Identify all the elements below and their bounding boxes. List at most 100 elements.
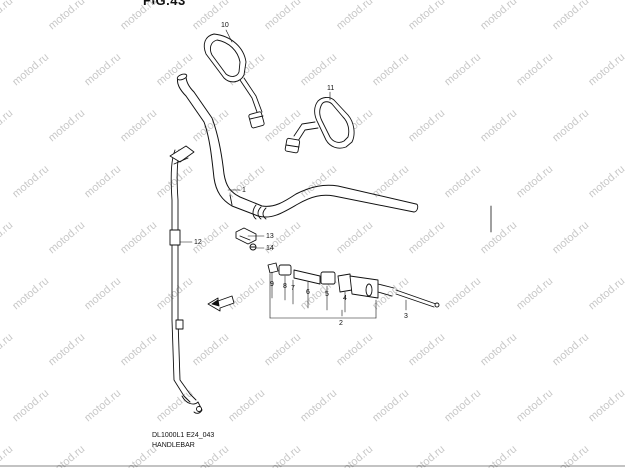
- watermark-text: motod.ru: [10, 163, 51, 200]
- watermark-text: motod.ru: [406, 107, 447, 144]
- diagram-code: DL1000L1 E24_043: [152, 432, 215, 439]
- watermark-text: motod.ru: [478, 219, 519, 256]
- callout-2: 2: [339, 320, 343, 327]
- watermark-text: motod.ru: [0, 443, 15, 468]
- watermark-text: motod.ru: [406, 0, 447, 32]
- watermark-text: motod.ru: [262, 443, 303, 468]
- watermark-text: motod.ru: [154, 51, 195, 88]
- watermark-text: motod.ru: [82, 51, 123, 88]
- watermark-text: motod.ru: [298, 163, 339, 200]
- callout-8: 8: [283, 283, 287, 290]
- callout-4: 4: [343, 295, 347, 302]
- watermark-text: motod.ru: [550, 0, 591, 32]
- watermark-text: motod.ru: [406, 331, 447, 368]
- right-mirror: [284, 97, 355, 154]
- watermark-text: motod.ru: [82, 163, 123, 200]
- watermark-text: motod.ru: [550, 219, 591, 256]
- watermark-text: motod.ru: [550, 443, 591, 468]
- callout-11: 11: [327, 85, 334, 92]
- watermark-text: motod.ru: [226, 163, 267, 200]
- watermark-text: motod.ru: [442, 275, 483, 312]
- throttle-cable: [169, 145, 203, 414]
- watermark-text: motod.ru: [334, 443, 375, 468]
- watermark-text: motod.ru: [118, 219, 159, 256]
- watermark-text: motod.ru: [514, 163, 555, 200]
- callout-numbers: 10 11 1 12 13 14 9 8 7 6 5 4 2 3: [194, 22, 408, 327]
- front-arrow-icon: [207, 295, 235, 312]
- watermark-text: motod.ru: [82, 275, 123, 312]
- watermark-text: motod.ru: [226, 275, 267, 312]
- figure-label: FIG.43: [143, 0, 186, 8]
- watermark-text: motod.ru: [550, 107, 591, 144]
- watermark-text: motod.ru: [118, 331, 159, 368]
- watermark-text: motod.ru: [478, 331, 519, 368]
- grip-assembly: [267, 262, 440, 308]
- watermark-text: motod.ru: [334, 219, 375, 256]
- left-mirror: [203, 33, 265, 129]
- callout-13: 13: [266, 233, 274, 240]
- watermark-text: motod.ru: [154, 275, 195, 312]
- watermark-text: motod.ru: [514, 275, 555, 312]
- watermark-text: motod.ru: [46, 331, 87, 368]
- watermark-text: motod.ru: [190, 107, 231, 144]
- watermark-text: motod.ru: [190, 219, 231, 256]
- diagram-caption: HANDLEBAR: [152, 442, 195, 449]
- callout-12: 12: [194, 239, 202, 246]
- watermark-text: motod.ru: [0, 0, 15, 32]
- watermark-text: motod.ru: [262, 0, 303, 32]
- watermark-text: motod.ru: [190, 331, 231, 368]
- watermark-text: motod.ru: [514, 51, 555, 88]
- callout-5: 5: [325, 291, 329, 298]
- watermark-text: motod.ru: [586, 275, 625, 312]
- callout-3: 3: [404, 313, 408, 320]
- watermark-text: motod.ru: [298, 387, 339, 424]
- watermark-text: motod.ru: [82, 387, 123, 424]
- watermark-text: motod.ru: [586, 51, 625, 88]
- watermark-text: motod.ru: [550, 331, 591, 368]
- watermark-text: motod.ru: [478, 443, 519, 468]
- watermark-text: motod.ru: [46, 0, 87, 32]
- watermark-text: motod.ru: [0, 107, 15, 144]
- watermark-text: motod.ru: [190, 443, 231, 468]
- watermark-text: motod.ru: [334, 0, 375, 32]
- watermark-text: motod.ru: [46, 219, 87, 256]
- watermark-text: motod.ru: [442, 387, 483, 424]
- watermark-text: motod.ru: [442, 51, 483, 88]
- watermark-text: motod.ru: [0, 331, 15, 368]
- watermark-text: motod.ru: [10, 51, 51, 88]
- watermark-text: motod.ru: [406, 443, 447, 468]
- callout-7: 7: [291, 285, 295, 292]
- callout-9: 9: [270, 281, 274, 288]
- watermark-text: motod.ru: [370, 387, 411, 424]
- watermark-text: motod.ru: [46, 107, 87, 144]
- watermark-text: motod.ru: [0, 219, 15, 256]
- watermark-text: motod.ru: [586, 163, 625, 200]
- callout-1: 1: [242, 187, 246, 194]
- handlebar-tube: [176, 73, 419, 220]
- watermark-text: motod.ru: [262, 107, 303, 144]
- watermark-text: motod.ru: [406, 219, 447, 256]
- callout-6: 6: [306, 289, 310, 296]
- watermark-text: motod.ru: [226, 387, 267, 424]
- watermark-text: motod.ru: [586, 387, 625, 424]
- watermark-text: motod.ru: [514, 387, 555, 424]
- watermark-text: motod.ru: [334, 331, 375, 368]
- leader-lines: [179, 29, 407, 319]
- watermark-text: motod.ru: [118, 107, 159, 144]
- watermark-text: motod.ru: [478, 107, 519, 144]
- callout-14: 14: [266, 245, 274, 252]
- watermark-text: motod.ru: [442, 163, 483, 200]
- watermark-text: motod.ru: [118, 0, 159, 32]
- throttle-clamp: [235, 227, 257, 251]
- watermark-text: motod.ru: [298, 51, 339, 88]
- watermark-text: motod.ru: [10, 387, 51, 424]
- watermark-text: motod.ru: [154, 163, 195, 200]
- watermark-text: motod.ru: [370, 51, 411, 88]
- watermark-text: motod.ru: [478, 0, 519, 32]
- watermark-text: motod.ru: [46, 443, 87, 468]
- watermark-text: motod.ru: [10, 275, 51, 312]
- callout-10: 10: [221, 22, 229, 29]
